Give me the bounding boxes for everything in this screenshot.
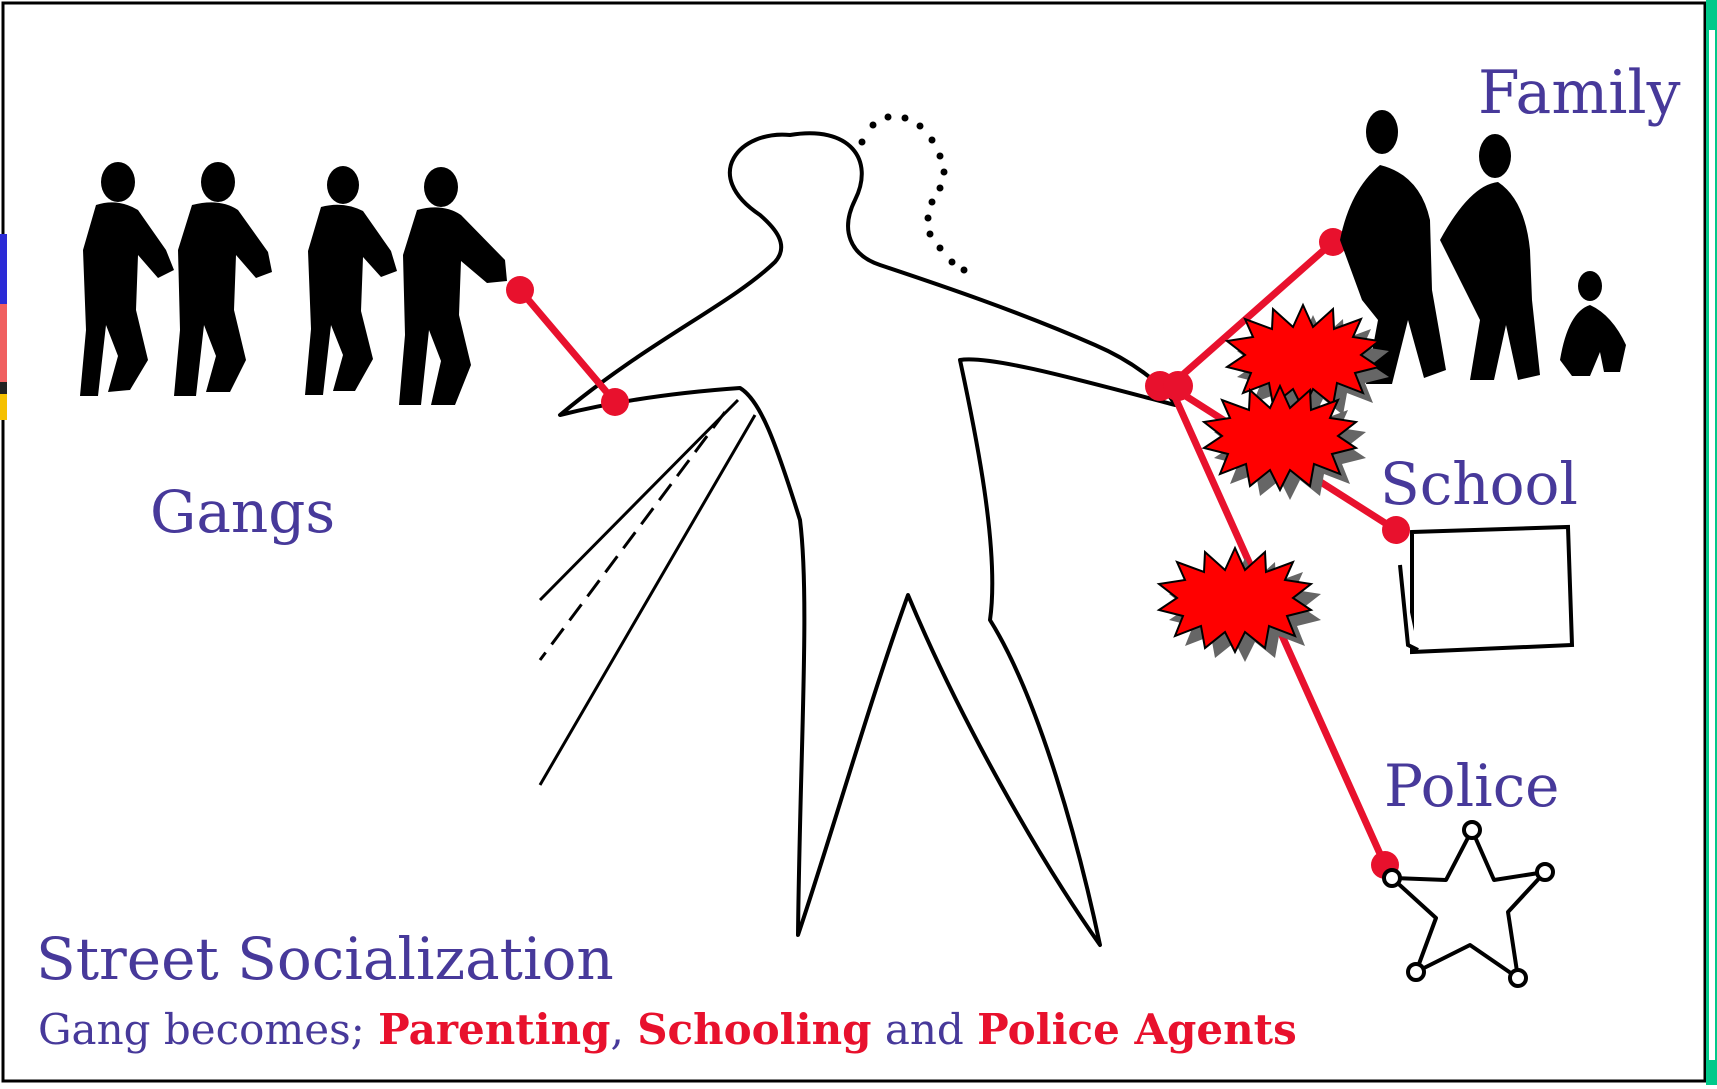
caption-subtitle: Gang becomes; Parenting, Schooling and P… — [38, 1005, 1297, 1054]
parenting-term: Parenting — [378, 1005, 611, 1054]
side-bar — [1706, 0, 1717, 1085]
subtitle-comma: , — [610, 1005, 638, 1054]
family-label: Family — [1478, 58, 1681, 128]
subtitle-prefix: Gang becomes; — [38, 1005, 379, 1054]
family-figures-icon — [1340, 110, 1626, 384]
police-badge-icon — [1382, 820, 1555, 988]
gangs-label: Gangs — [150, 478, 336, 546]
school-label: School — [1380, 450, 1578, 518]
motion-lines — [538, 398, 757, 786]
gang-figures-icon — [80, 162, 507, 405]
caption-title: Street Socialization — [36, 925, 614, 993]
police-agents-term: Police Agents — [977, 1005, 1297, 1054]
tether-knots — [506, 228, 1410, 879]
schooling-term: Schooling — [637, 1005, 872, 1054]
person-outline-icon — [558, 131, 1177, 947]
conflict-burst-icon — [1156, 302, 1389, 662]
subtitle-and: and — [871, 1005, 978, 1054]
police-label: Police — [1384, 752, 1560, 820]
left-color-strip — [0, 234, 7, 420]
school-board-icon — [1398, 524, 1575, 655]
head-motion-dots — [858, 113, 968, 274]
